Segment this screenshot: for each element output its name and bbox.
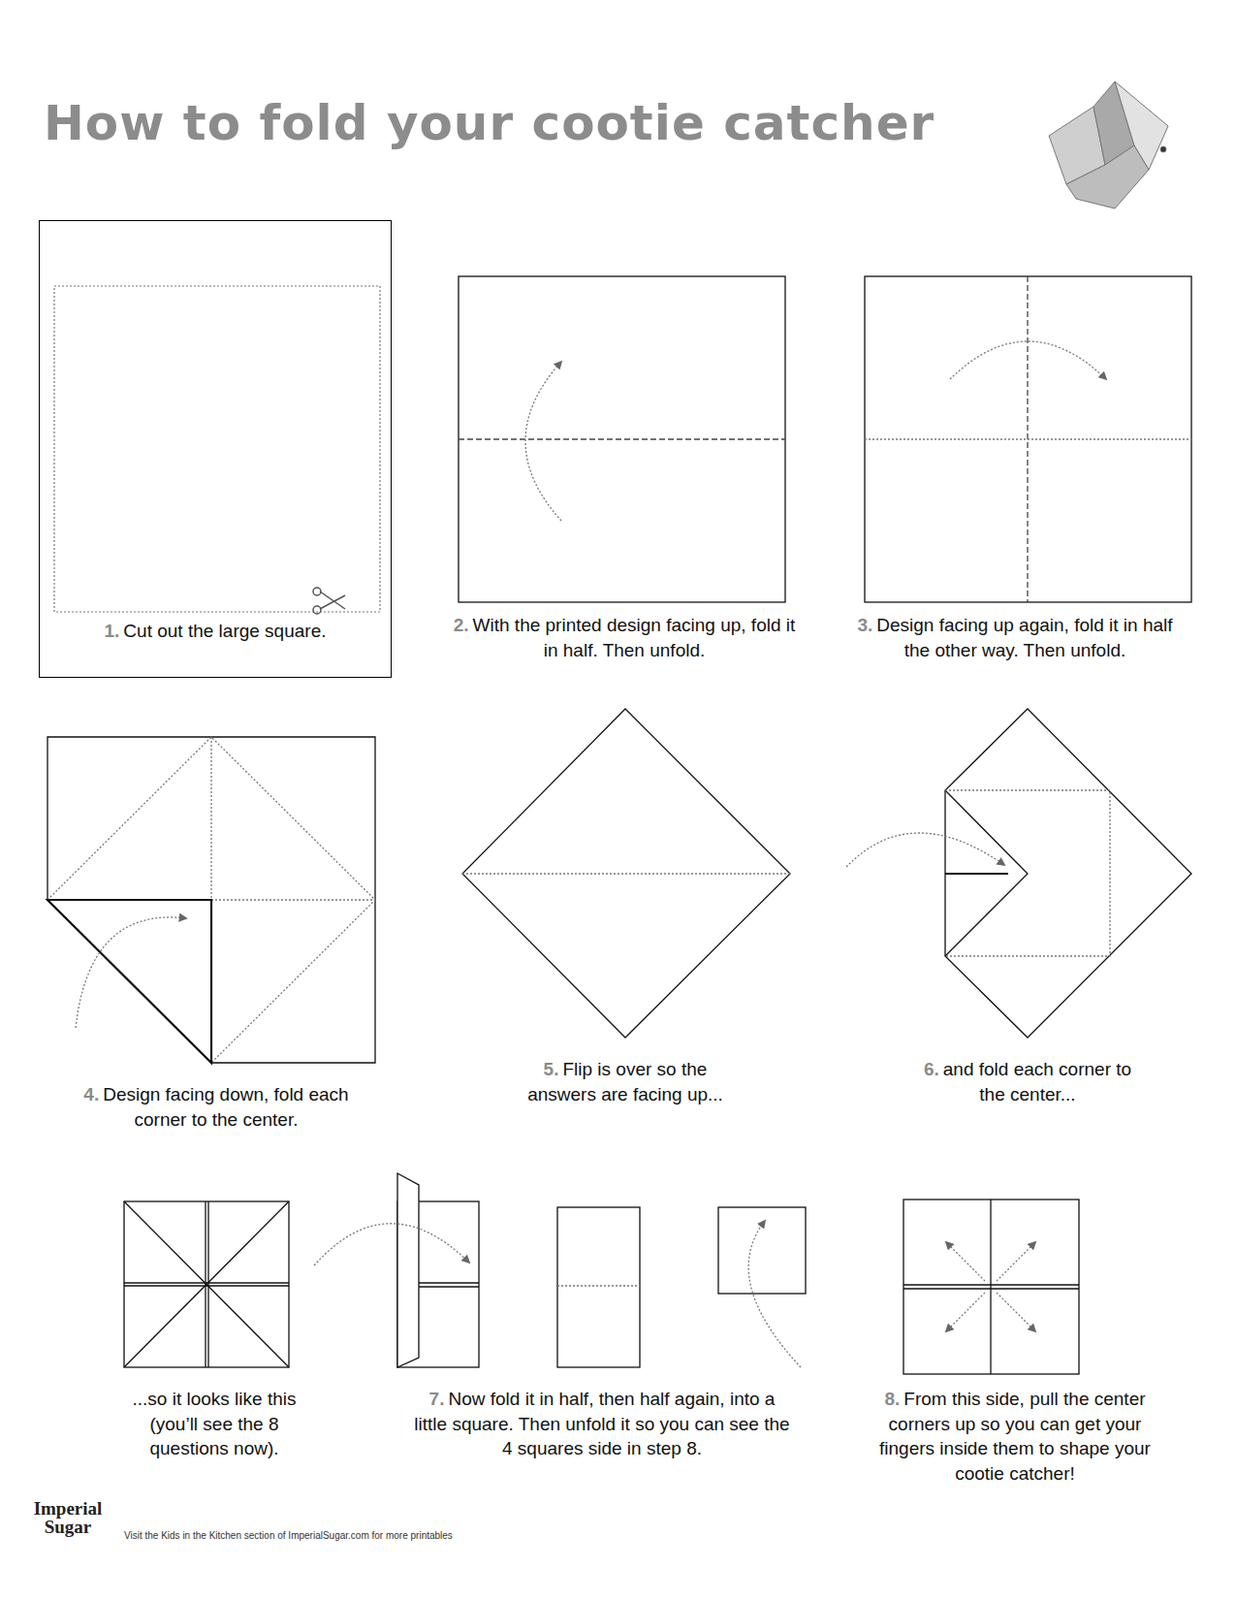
step6-diamond — [945, 790, 1110, 956]
step4-square — [47, 736, 376, 1063]
step-caption-group: 1.Cut out the large square. — [47, 618, 383, 644]
step7-square — [207, 1201, 209, 1367]
step2-square — [525, 361, 562, 521]
step-caption: Design facing down, fold each corner to … — [102, 1083, 349, 1130]
step-number: 4. — [83, 1083, 99, 1105]
scissors-icon — [313, 587, 346, 614]
step3-square — [1026, 276, 1028, 603]
step8-square — [946, 1241, 1036, 1332]
step2-square — [458, 438, 786, 440]
folded-rectangle — [557, 1206, 640, 1367]
step3-square — [864, 276, 1192, 603]
step8-square — [903, 1199, 1079, 1374]
step1-cut-line — [54, 285, 381, 612]
half-fold-figure — [418, 1281, 479, 1283]
step-number: 5. — [543, 1058, 560, 1079]
step4-square — [47, 899, 212, 1063]
scissors-icon — [313, 605, 321, 614]
step2-square — [458, 276, 786, 603]
step5-diamond — [462, 708, 791, 1038]
step5-diamond — [462, 708, 791, 1038]
folded-rectangle — [557, 1284, 640, 1286]
step7-square — [124, 1201, 289, 1367]
cootie-catcher-picture — [1160, 146, 1167, 153]
step-number: 2. — [453, 614, 470, 635]
step8-square — [946, 1241, 985, 1281]
step-caption-group: 5.Flip is over so the answers are facing… — [508, 1056, 742, 1107]
step-caption: From this side, pull the center corners … — [879, 1388, 1151, 1484]
step-caption: With the printed design facing up, fold … — [473, 614, 796, 661]
step-caption-group: ...so it looks like this (you’ll see the… — [129, 1386, 300, 1461]
step-caption-group: 3.Design facing up again, fold it in hal… — [848, 612, 1183, 663]
half-fold-figure — [418, 1285, 479, 1287]
step8-square — [996, 1292, 1036, 1332]
step-caption: Now fold it in half, then half again, in… — [413, 1388, 790, 1458]
step8-square — [996, 1241, 1036, 1281]
step-number: 8. — [884, 1388, 900, 1409]
brand-logo: Imperial Sugar — [24, 1498, 112, 1536]
step-caption-group: 2.With the printed design facing up, fol… — [449, 612, 799, 663]
step4-square — [210, 736, 212, 900]
step1-cut-line — [54, 285, 381, 612]
step7-square — [124, 1281, 289, 1283]
page-title: How to fold your cootie catcher — [43, 95, 935, 152]
step-number: 1. — [104, 620, 121, 641]
step6-diamond — [945, 708, 1192, 1038]
little-square — [718, 1206, 806, 1294]
step-caption-group: 7.Now fold it in half, then half again, … — [411, 1386, 794, 1461]
step5-diamond — [462, 872, 791, 874]
step3-square — [950, 341, 1107, 380]
step4-square — [47, 736, 376, 1063]
step-caption: Cut out the large square. — [123, 620, 326, 641]
step-frame: 1.Cut out the large square. — [38, 220, 392, 678]
scissors-icon — [313, 587, 321, 596]
step-number: 6. — [923, 1058, 940, 1079]
step7-square — [124, 1201, 289, 1367]
step2-square — [458, 276, 786, 603]
cootie-catcher-picture — [1066, 145, 1149, 209]
step-caption-group: 8.From this side, pull the center corner… — [869, 1386, 1161, 1487]
step4-square — [211, 898, 376, 900]
footer-text: Visit the Kids in the Kitchen section of… — [124, 1529, 453, 1541]
half-fold-figure — [397, 1172, 419, 1367]
step8-square — [903, 1287, 1079, 1289]
step7-square — [124, 1284, 289, 1286]
step-caption-group: 6.and fold each corner to the center... — [911, 1056, 1144, 1107]
folded-rectangle — [557, 1206, 640, 1367]
cootie-catcher-picture — [1048, 81, 1169, 209]
step8-square — [989, 1199, 991, 1374]
footer-note: Visit the Kids in the Kitchen section of… — [124, 1528, 706, 1543]
step-caption: Design facing up again, fold it in half … — [876, 614, 1173, 661]
scissors-icon — [319, 591, 346, 609]
step-caption: and fold each corner to the center... — [943, 1058, 1132, 1105]
step7-square — [204, 1201, 206, 1367]
step6-diamond — [846, 708, 1192, 1038]
step4-square — [75, 917, 187, 1028]
step6-diamond — [945, 790, 1028, 956]
step6-diamond — [945, 872, 1009, 875]
step-number: 7. — [429, 1388, 445, 1409]
step-number: 3. — [856, 614, 873, 635]
half-fold-figure — [314, 1172, 479, 1367]
step8-square — [903, 1199, 1079, 1374]
step3-square — [864, 276, 1192, 603]
step6-diamond — [846, 832, 1005, 867]
step4-square — [47, 736, 376, 1063]
little-square — [718, 1206, 806, 1367]
step4-square — [47, 736, 376, 1063]
step7-square — [124, 1201, 289, 1367]
logo-text: Imperial Sugar — [33, 1497, 103, 1537]
step8-square — [946, 1292, 985, 1332]
step7-square — [124, 1201, 289, 1367]
step-caption: ...so it looks like this (you’ll see the… — [132, 1388, 297, 1458]
step8-square — [903, 1283, 1079, 1285]
half-fold-figure — [314, 1223, 470, 1266]
little-square — [748, 1220, 801, 1367]
step-caption-group: 4.Design facing down, fold each corner t… — [56, 1081, 377, 1132]
scissors-icon — [319, 595, 346, 609]
